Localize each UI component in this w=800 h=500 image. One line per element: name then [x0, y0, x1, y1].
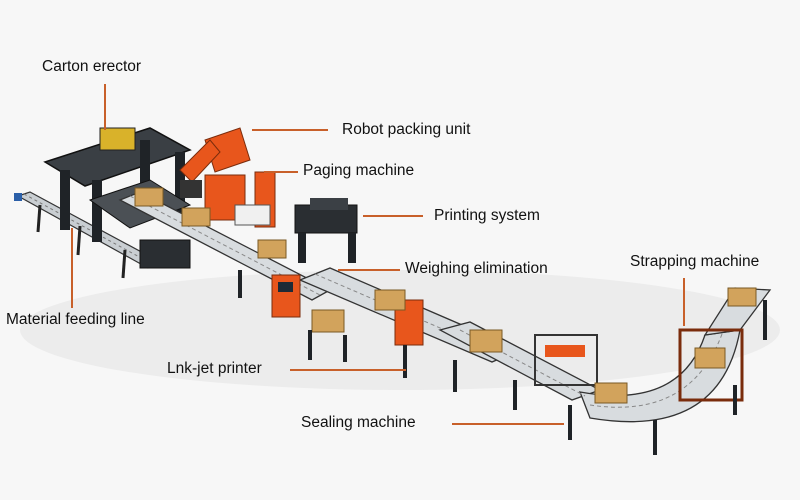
cartons	[134, 187, 757, 404]
leader-printing-system	[363, 215, 423, 217]
leader-weighing-elimination	[338, 269, 400, 271]
strapping-machine-unit	[678, 328, 744, 402]
leader-paging-machine	[264, 171, 298, 173]
carton	[374, 289, 406, 311]
carton	[134, 187, 164, 207]
sealing-machine-unit	[534, 334, 598, 386]
label-weighing-elimination: Weighing elimination	[405, 260, 548, 277]
carton	[469, 329, 503, 353]
carton	[311, 309, 345, 333]
leader-strapping-machine	[683, 278, 685, 326]
label-material-feeding-line: Material feeding line	[6, 311, 145, 328]
carton	[257, 239, 287, 259]
leader-robot-packing-unit	[252, 129, 328, 131]
carton-erector-machine	[43, 127, 192, 269]
label-strapping-machine: Strapping machine	[630, 253, 760, 270]
label-robot-packing-unit: Robot packing unit	[342, 121, 471, 138]
carton	[181, 207, 211, 227]
carton	[694, 347, 726, 369]
carton	[727, 287, 757, 307]
support-legs	[238, 270, 767, 455]
leader-carton-erector	[104, 84, 106, 130]
label-carton-erector: Carton erector	[42, 58, 142, 75]
carton	[594, 382, 628, 404]
leader-sealing-machine	[452, 423, 564, 425]
label-paging-machine: Paging machine	[303, 162, 415, 179]
leader-ink-jet-printer	[290, 369, 406, 371]
label-ink-jet-printer: Lnk-jet printer	[167, 360, 262, 377]
printing-system-machine	[294, 198, 358, 263]
leader-material-feeding-line	[71, 228, 73, 308]
label-sealing-machine: Sealing machine	[301, 414, 416, 431]
label-printing-system: Printing system	[434, 207, 540, 224]
